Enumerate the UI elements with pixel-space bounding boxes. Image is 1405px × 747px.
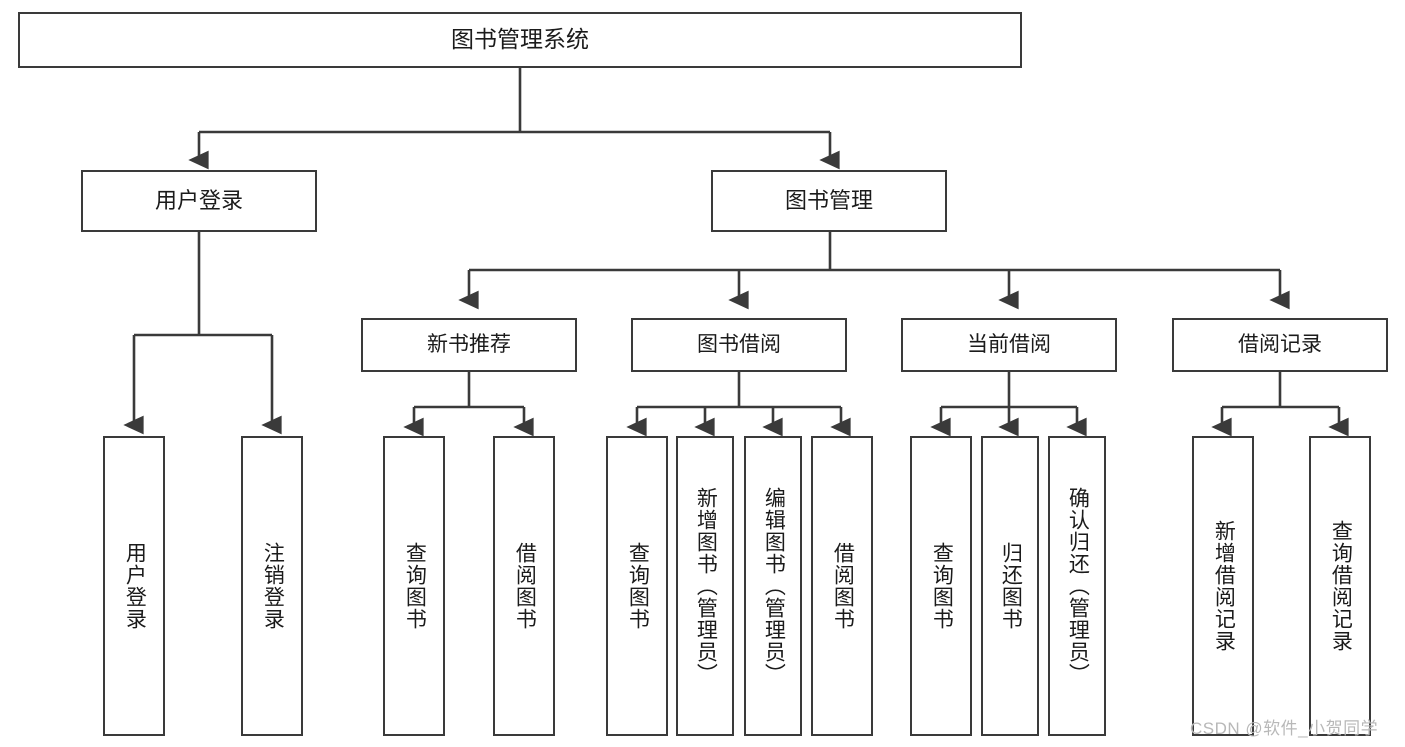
leaf-label: 借阅图书	[513, 542, 537, 630]
node-book-borrow[interactable]: 图书借阅	[631, 318, 847, 372]
leaf-label: 查询图书	[626, 542, 650, 630]
leaf-label: 编辑图书（管理员）	[762, 487, 786, 685]
leaf-label: 确认归还（管理员）	[1066, 487, 1090, 685]
leaf-label: 借阅图书	[831, 542, 855, 630]
leaf-cb-return-book[interactable]: 归还图书	[981, 436, 1039, 736]
leaf-bb-query-book[interactable]: 查询图书	[606, 436, 668, 736]
leaf-cb-query-book[interactable]: 查询图书	[910, 436, 972, 736]
leaf-br-add-record[interactable]: 新增借阅记录	[1192, 436, 1254, 736]
leaf-logout[interactable]: 注销登录	[241, 436, 303, 736]
leaf-label: 查询图书	[403, 542, 427, 630]
node-book-management[interactable]: 图书管理	[711, 170, 947, 232]
leaf-label: 新增借阅记录	[1212, 520, 1236, 652]
leaf-bb-borrow-book[interactable]: 借阅图书	[811, 436, 873, 736]
leaf-label: 查询图书	[930, 542, 954, 630]
leaf-label: 注销登录	[261, 542, 285, 630]
leaf-user-login[interactable]: 用户登录	[103, 436, 165, 736]
node-root-system[interactable]: 图书管理系统	[18, 12, 1022, 68]
leaf-bb-add-book-admin[interactable]: 新增图书（管理员）	[676, 436, 734, 736]
node-user-login[interactable]: 用户登录	[81, 170, 317, 232]
leaf-label: 用户登录	[123, 542, 147, 630]
node-new-book-recommend[interactable]: 新书推荐	[361, 318, 577, 372]
leaf-bb-edit-book-admin[interactable]: 编辑图书（管理员）	[744, 436, 802, 736]
leaf-label: 归还图书	[999, 542, 1023, 630]
csdn-watermark: CSDN @软件_小贺同学	[1190, 719, 1379, 738]
leaf-label: 新增图书（管理员）	[694, 487, 718, 685]
node-current-borrow[interactable]: 当前借阅	[901, 318, 1117, 372]
leaf-label: 查询借阅记录	[1329, 520, 1353, 652]
leaf-nb-borrow-book[interactable]: 借阅图书	[493, 436, 555, 736]
leaf-cb-confirm-return-admin[interactable]: 确认归还（管理员）	[1048, 436, 1106, 736]
leaf-nb-query-book[interactable]: 查询图书	[383, 436, 445, 736]
leaf-br-query-record[interactable]: 查询借阅记录	[1309, 436, 1371, 736]
node-borrow-record[interactable]: 借阅记录	[1172, 318, 1388, 372]
